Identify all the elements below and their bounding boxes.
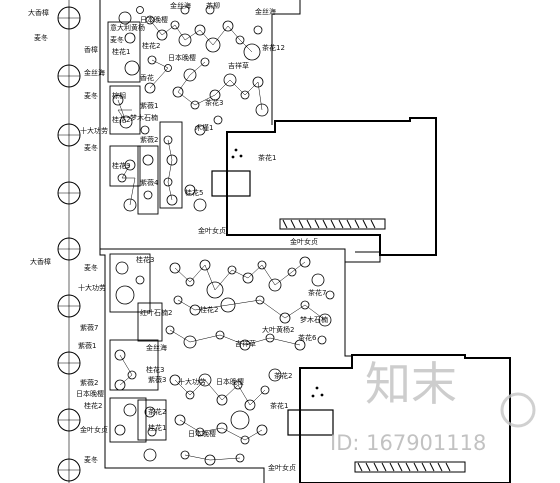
label-meng2: 梦木石楠 <box>300 315 328 324</box>
label-ziwei-d2: 紫薇2 <box>80 378 98 387</box>
watermark: 知末 ID: 167901118 <box>330 357 536 455</box>
label-maidong-d: 麦冬 <box>84 455 98 464</box>
label-ziwei-b1: 紫薇1 <box>140 101 158 110</box>
watermark-brand: 知末 <box>365 357 457 411</box>
building-lower <box>287 354 511 483</box>
label-maidong-b1: 麦冬 <box>110 35 124 44</box>
label-chahua-d: 茶花2 <box>274 371 292 380</box>
building-upper <box>211 117 437 256</box>
site-boundary <box>99 0 381 483</box>
label-jinsisha-f: 金叶女贞 <box>268 463 296 472</box>
watermark-logo-icon <box>500 392 536 428</box>
label-guihua-c2: 桂花2 <box>200 305 218 314</box>
label-chahua6: 茶花6 <box>298 333 317 342</box>
label-chahuaB: 茶花3 <box>205 98 223 107</box>
label-shidaban-d: 十大功劳 <box>178 377 206 386</box>
label-maidong-1: 麦冬 <box>34 33 48 42</box>
label-jinsihai-top2: 金丝海 <box>255 7 276 16</box>
label-riben: 日本晚樱 <box>140 15 168 24</box>
connector-lines-upper <box>117 19 263 206</box>
label-chahua-1: 茶花1 <box>258 153 276 162</box>
label-riben-d2: 日本晚樱 <box>216 377 244 386</box>
lower-steps <box>354 461 466 473</box>
label-guihua-b1: 桂花1 <box>112 47 130 56</box>
label-dazhuoye: 大叶黄杨2 <box>262 325 294 334</box>
plant-symbols-lower <box>114 256 335 466</box>
label-chahua-e: 茶花1 <box>270 401 288 410</box>
building-upper-dots <box>231 148 243 159</box>
label-hongyekong: 红叶石楠2 <box>140 308 172 317</box>
label-guihua-3: 桂花3 <box>112 161 130 170</box>
label-jinsihai-top: 金丝海 <box>170 1 191 10</box>
label-guihua-b3: 桂花2 <box>112 115 130 124</box>
label-maidong-c1: 麦冬 <box>84 263 98 272</box>
label-bottom-xiangzhang: 大香樟 <box>30 257 51 266</box>
building-lower-dots <box>311 386 324 398</box>
label-jinsisha2: 金叶女贞 <box>290 237 318 246</box>
label-chahua7: 茶花7 <box>308 288 326 297</box>
label-chahua-d2: 茶花2 <box>148 407 166 416</box>
upper-steps <box>279 218 386 230</box>
label-chahua-12: 茶花12 <box>262 43 285 52</box>
plant-symbols-upper <box>112 5 269 212</box>
label-ziwei-d1: 紫薇1 <box>78 341 96 350</box>
label-jinsisha-e: 金叶女贞 <box>80 425 108 434</box>
label-ziwei-d5: 紫薇3 <box>148 375 166 384</box>
label-ziwei-4: 紫薇4 <box>140 178 159 187</box>
label-jixiangcao-2: 吉祥草 <box>235 339 256 348</box>
label-chaliu-top: 茶柳 <box>206 1 220 10</box>
label-mucai: 木槿1 <box>195 123 213 132</box>
label-top-left-tree: 大香樟 <box>28 8 49 17</box>
label-maidong-2: 麦冬 <box>84 91 98 100</box>
connector-lines-lower <box>119 261 326 461</box>
label-jixiangcao-1: 吉祥草 <box>228 61 249 70</box>
label-guihua-d: 桂花2 <box>84 401 102 410</box>
label-ziwei-2: 紫薇2 <box>140 135 158 144</box>
label-maidong-3: 麦冬 <box>84 143 98 152</box>
label-meng: 梦木石楠 <box>130 113 158 122</box>
label-guihua-c3: 桂花3 <box>136 255 154 264</box>
label-jinsihai-d: 金丝海 <box>146 343 167 352</box>
label-riben-e: 日本晚樱 <box>188 429 216 438</box>
label-shidaban-c: 十大功劳 <box>78 283 106 292</box>
watermark-id: ID: 167901118 <box>330 431 486 455</box>
label-jinsisha: 金叶女贞 <box>198 226 226 235</box>
label-xiangzhang-1: 香樟 <box>84 45 98 54</box>
label-zongmu: 棕榈 <box>112 91 126 100</box>
label-guihua-b2: 桂花2 <box>142 41 160 50</box>
shrub-beds <box>107 21 183 443</box>
label-guihua-d3: 桂花3 <box>146 365 164 374</box>
label-riben2: 日本晚樱 <box>168 53 196 62</box>
plant-labels: 大香樟 麦冬 香樟 金丝海 麦冬 十大功劳 麦冬 金丝海 茶柳 金丝海 意大利黄… <box>28 1 328 472</box>
label-riben-d: 日本晚樱 <box>76 389 104 398</box>
label-guihua-5: 桂花5 <box>185 188 203 197</box>
label-yidalihuang: 意大利黄杨 <box>110 23 145 32</box>
label-guihua-d6: 桂花1 <box>148 423 166 432</box>
label-shidaban-1: 十大功劳 <box>80 126 108 135</box>
label-jinsihai-1: 金丝海 <box>84 68 105 77</box>
label-ziwei-c7: 紫薇7 <box>80 323 98 332</box>
label-xianghua: 香花 <box>140 73 154 82</box>
tree-row-left <box>57 0 81 483</box>
